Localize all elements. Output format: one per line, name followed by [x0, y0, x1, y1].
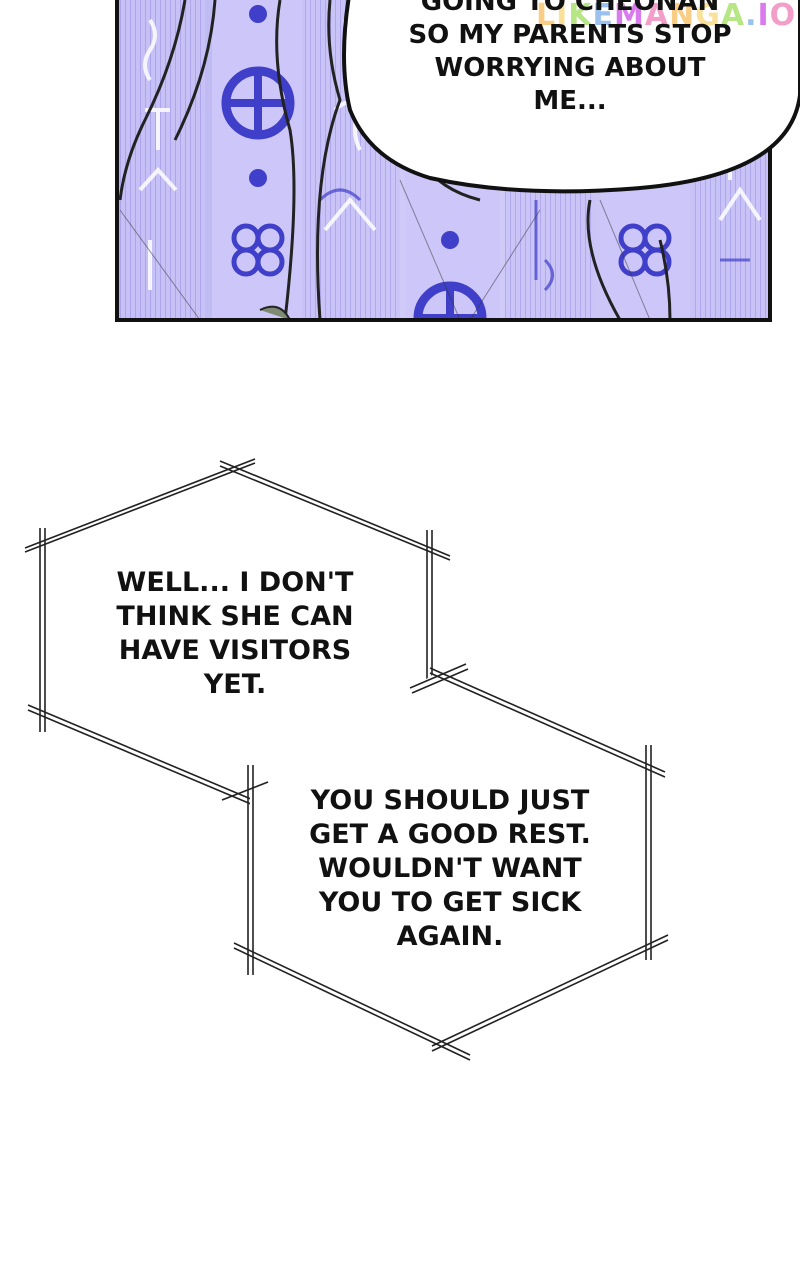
watermark-logo: LIKEMANGA.IO — [536, 0, 797, 33]
narration-box-1-frame — [24, 458, 451, 808]
speech-bubble — [342, 0, 800, 194]
narration-box-1-text: WELL... I DON'T THINK SHE CAN HAVE VISIT… — [116, 567, 354, 700]
narration-box-2-text: YOU SHOULD JUST GET A GOOD REST. WOULDN'… — [309, 785, 591, 952]
narration-box-2-frame — [221, 663, 669, 1061]
speech-bubble-text: GOING TO CHEONAN SO MY PARENTS STOP WORR… — [408, 0, 732, 116]
